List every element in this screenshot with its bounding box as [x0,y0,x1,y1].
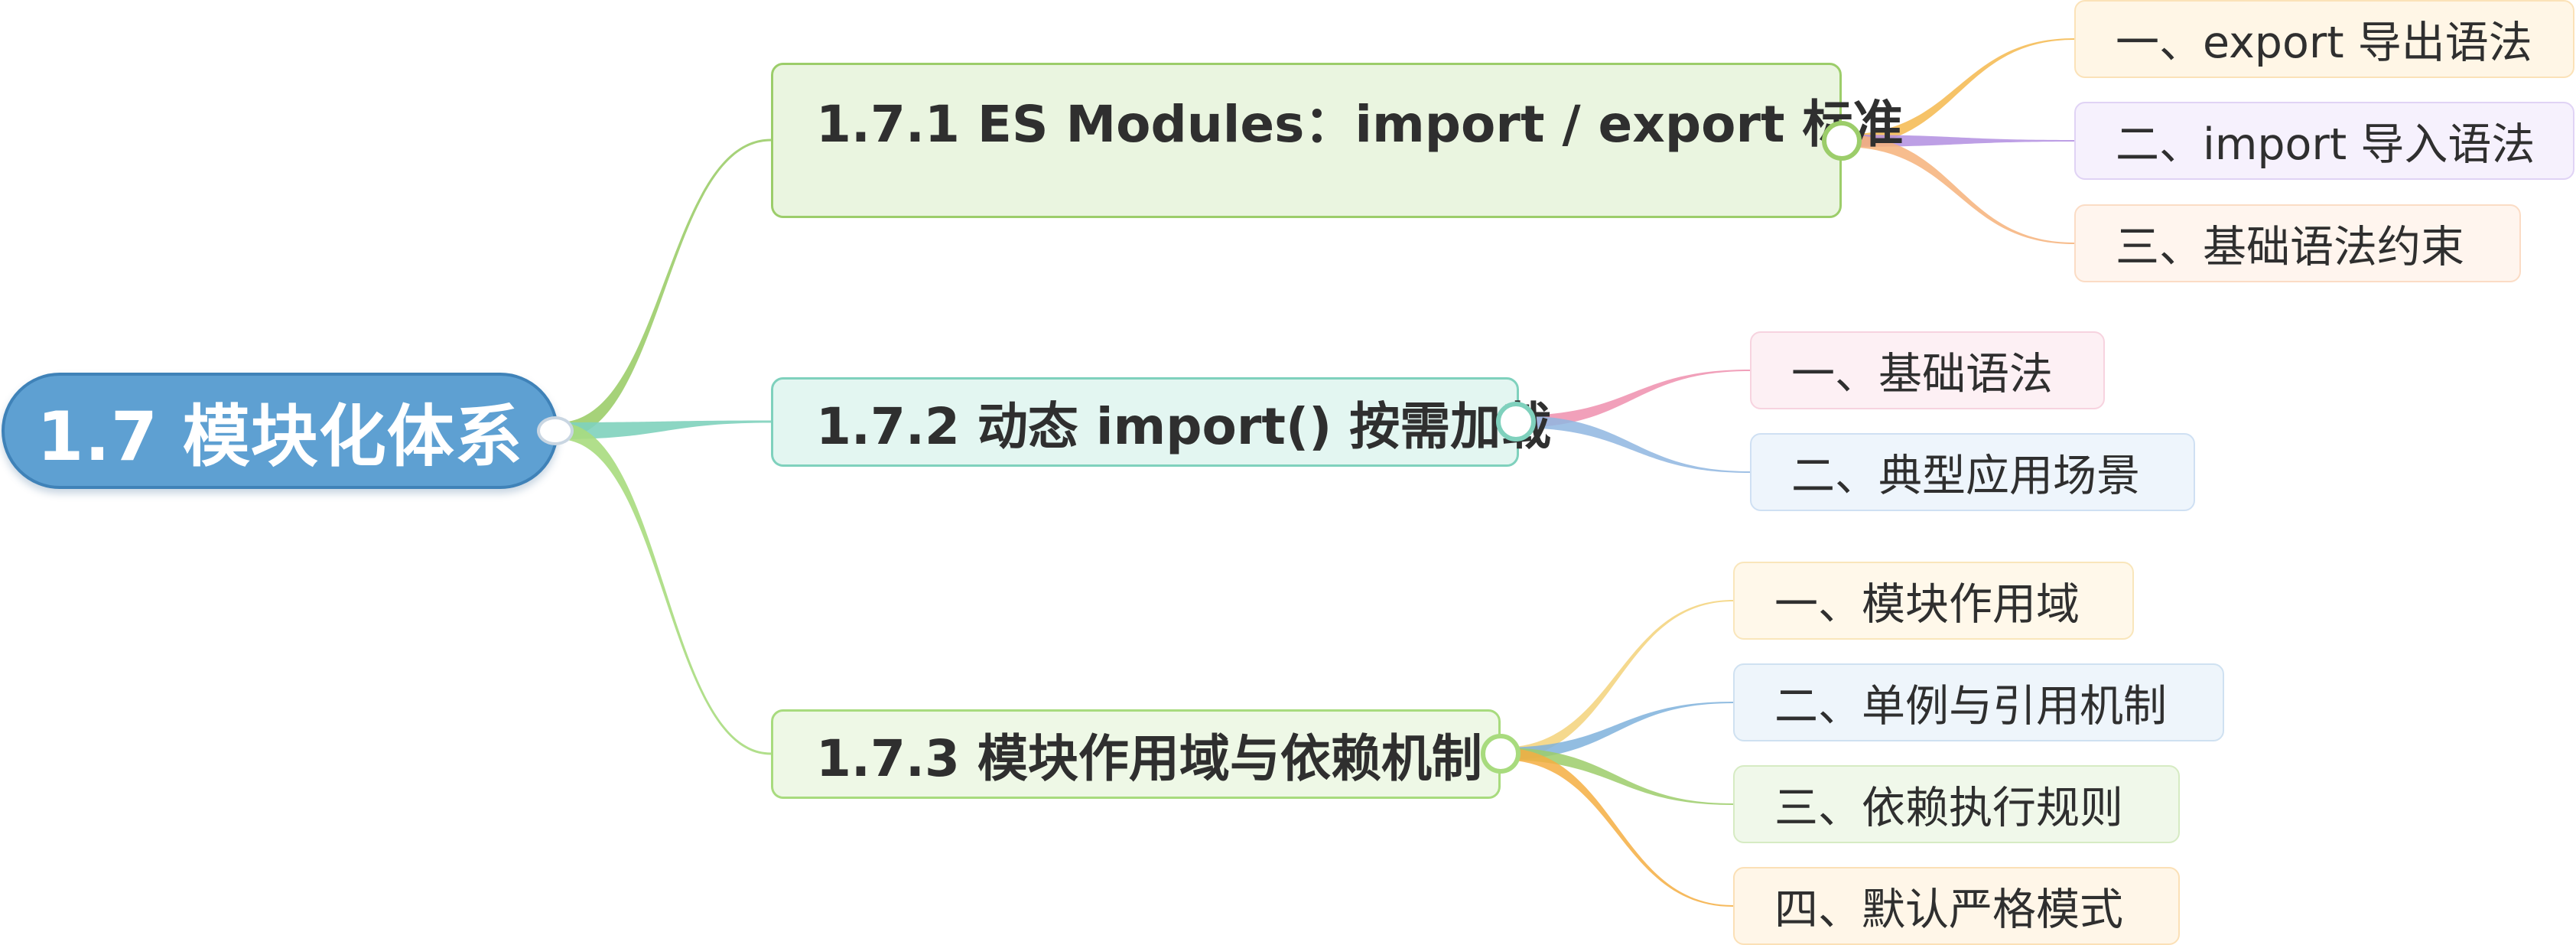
branch-to-leaf-connector [1842,38,2074,147]
branch-label: 1.7.3 模块作用域与依赖机制 [816,728,1482,788]
branch-to-leaf-connector [1842,135,2074,147]
leaf-label: 一、基础语法 [1791,349,2053,399]
leaf-node-singleton-reference[interactable]: 二、单例与引用机制 [1733,663,2224,741]
branch-collapse-dot[interactable] [1496,402,1536,442]
leaf-label: 一、模块作用域 [1774,579,2080,630]
branch-to-leaf-connector [1501,748,1733,805]
root-node[interactable]: 1.7 模块化体系 [2,373,558,489]
leaf-node-strict-mode[interactable]: 四、默认严格模式 [1733,867,2180,945]
root-to-branch-connector [558,138,771,439]
branch-node-module-scope[interactable]: 1.7.3 模块作用域与依赖机制 [771,709,1501,799]
leaf-label: 二、import 导入语法 [2116,119,2535,170]
leaf-node-import-syntax[interactable]: 二、import 导入语法 [2074,102,2574,180]
branch-collapse-dot[interactable] [1822,121,1862,161]
leaf-label: 一、export 导出语法 [2116,18,2532,68]
leaf-node-export-syntax[interactable]: 一、export 导出语法 [2074,0,2574,78]
leaf-node-module-scope[interactable]: 一、模块作用域 [1733,562,2134,640]
leaf-label: 三、基础语法约束 [2116,222,2464,272]
root-to-branch-connector [558,420,771,439]
branch-node-es-modules[interactable]: 1.7.1 ES Modules：import / export 标准 [771,63,1904,218]
branch-label: 1.7.1 ES Modules：import / export 标准 [816,95,1904,154]
branch-to-leaf-connector [1501,748,1733,907]
root-label: 1.7 模块化体系 [37,396,523,476]
leaf-node-use-cases[interactable]: 二、典型应用场景 [1750,433,2195,511]
leaf-label: 四、默认严格模式 [1774,885,2123,935]
branch-to-leaf-connector [1516,415,1750,473]
branch-to-leaf-connector [1842,135,2074,244]
branch-to-leaf-connector [1501,600,1733,760]
leaf-node-dependency-rules[interactable]: 三、依赖执行规则 [1733,765,2180,843]
branch-to-leaf-connector [1501,702,1733,760]
leaf-node-syntax-constraints[interactable]: 三、基础语法约束 [2074,204,2521,282]
leaf-label: 二、单例与引用机制 [1774,681,2167,732]
leaf-label: 二、典型应用场景 [1791,451,2140,501]
branch-node-dynamic-import[interactable]: 1.7.2 动态 import() 按需加载 [771,377,1551,467]
root-collapse-dot[interactable] [537,416,574,445]
leaf-node-basic-syntax[interactable]: 一、基础语法 [1750,331,2105,409]
branch-collapse-dot[interactable] [1481,734,1521,774]
branch-to-leaf-connector [1516,370,1750,428]
leaf-label: 三、依赖执行规则 [1774,783,2123,833]
root-to-branch-connector [558,422,771,755]
branch-label: 1.7.2 动态 import() 按需加载 [816,396,1552,456]
